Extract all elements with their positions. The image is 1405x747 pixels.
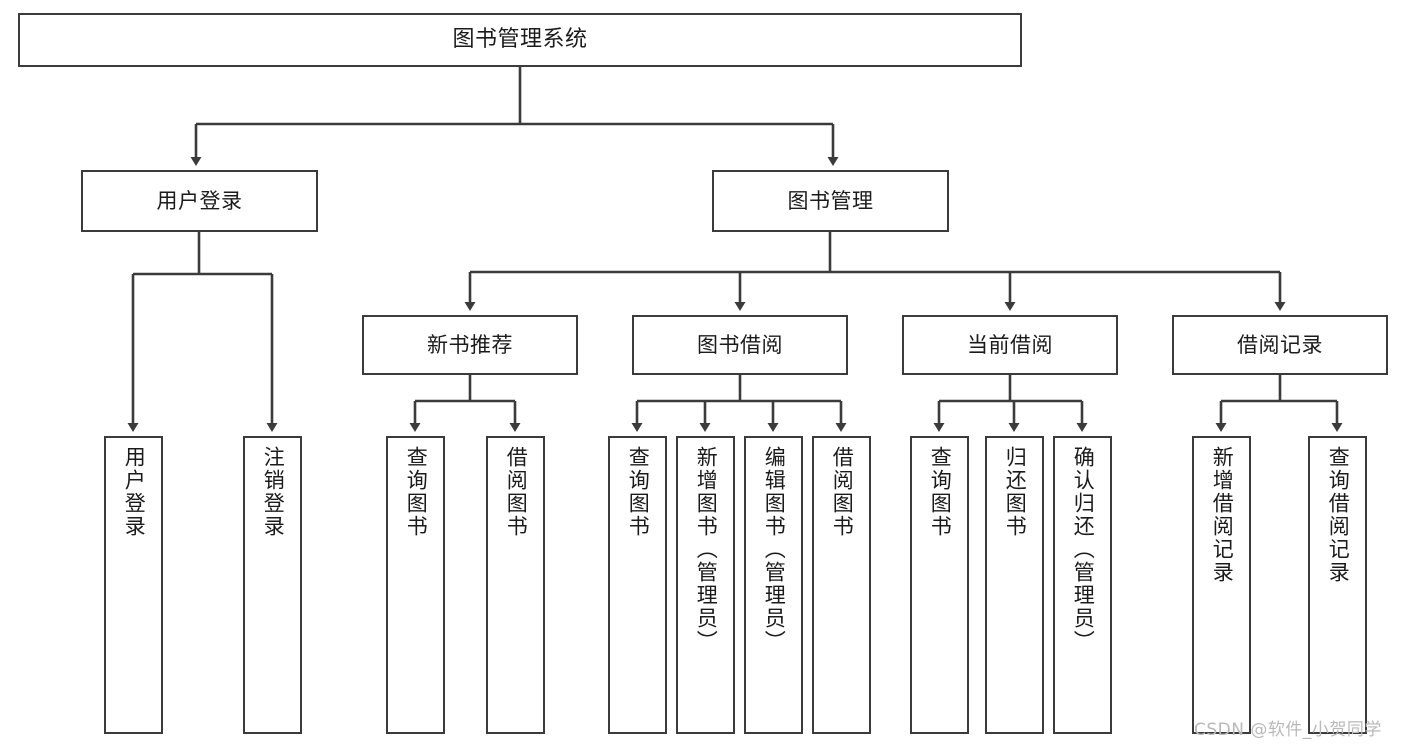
node-leaf-user-logout-label: 注销登录 (261, 446, 286, 538)
node-leaf-query-record[interactable]: 查询借阅记录 (1308, 436, 1367, 734)
node-leaf-query-book-3[interactable]: 查询图书 (910, 436, 969, 734)
node-leaf-query-book-2-label: 查询图书 (626, 446, 651, 538)
csdn-watermark: CSDN @软件_小贺同学 (1194, 720, 1382, 740)
node-leaf-user-logout[interactable]: 注销登录 (243, 436, 302, 734)
node-leaf-borrow-book-2-label: 借阅图书 (830, 446, 855, 538)
node-leaf-return-book-label: 归还图书 (1003, 446, 1028, 538)
node-leaf-query-book-2[interactable]: 查询图书 (608, 436, 667, 734)
node-leaf-borrow-book-1-label: 借阅图书 (504, 446, 529, 538)
node-book-management[interactable]: 图书管理 (712, 170, 949, 232)
node-leaf-edit-book-label: 编辑图书（管理员） (762, 446, 787, 653)
node-leaf-confirm-return-label: 确认归还（管理员） (1071, 446, 1096, 653)
node-book-borrow-label: 图书借阅 (697, 332, 783, 357)
node-root-label: 图书管理系统 (452, 27, 588, 52)
node-leaf-user-login[interactable]: 用户登录 (104, 436, 163, 734)
node-leaf-edit-book[interactable]: 编辑图书（管理员） (744, 436, 803, 734)
node-new-book-recommend[interactable]: 新书推荐 (362, 315, 578, 375)
node-book-borrow[interactable]: 图书借阅 (632, 315, 848, 375)
node-user-login[interactable]: 用户登录 (81, 170, 318, 232)
node-leaf-add-book[interactable]: 新增图书（管理员） (676, 436, 735, 734)
node-borrow-record-label: 借阅记录 (1237, 332, 1323, 357)
node-leaf-query-book-3-label: 查询图书 (928, 446, 953, 538)
node-new-book-recommend-label: 新书推荐 (427, 332, 513, 357)
node-leaf-return-book[interactable]: 归还图书 (985, 436, 1044, 734)
node-leaf-query-book-1-label: 查询图书 (404, 446, 429, 538)
node-user-login-label: 用户登录 (156, 188, 243, 213)
node-leaf-query-book-1[interactable]: 查询图书 (386, 436, 445, 734)
node-leaf-confirm-return[interactable]: 确认归还（管理员） (1053, 436, 1112, 734)
node-book-management-label: 图书管理 (787, 188, 874, 213)
node-leaf-borrow-book-2[interactable]: 借阅图书 (812, 436, 871, 734)
node-leaf-add-record[interactable]: 新增借阅记录 (1192, 436, 1251, 734)
node-borrow-record[interactable]: 借阅记录 (1172, 315, 1388, 375)
node-leaf-query-record-label: 查询借阅记录 (1326, 446, 1351, 584)
node-current-borrow-label: 当前借阅 (967, 332, 1053, 357)
node-root[interactable]: 图书管理系统 (18, 13, 1022, 67)
node-current-borrow[interactable]: 当前借阅 (902, 315, 1118, 375)
node-leaf-user-login-label: 用户登录 (122, 446, 147, 538)
node-leaf-add-record-label: 新增借阅记录 (1210, 446, 1235, 584)
node-leaf-add-book-label: 新增图书（管理员） (694, 446, 719, 653)
node-leaf-borrow-book-1[interactable]: 借阅图书 (486, 436, 545, 734)
